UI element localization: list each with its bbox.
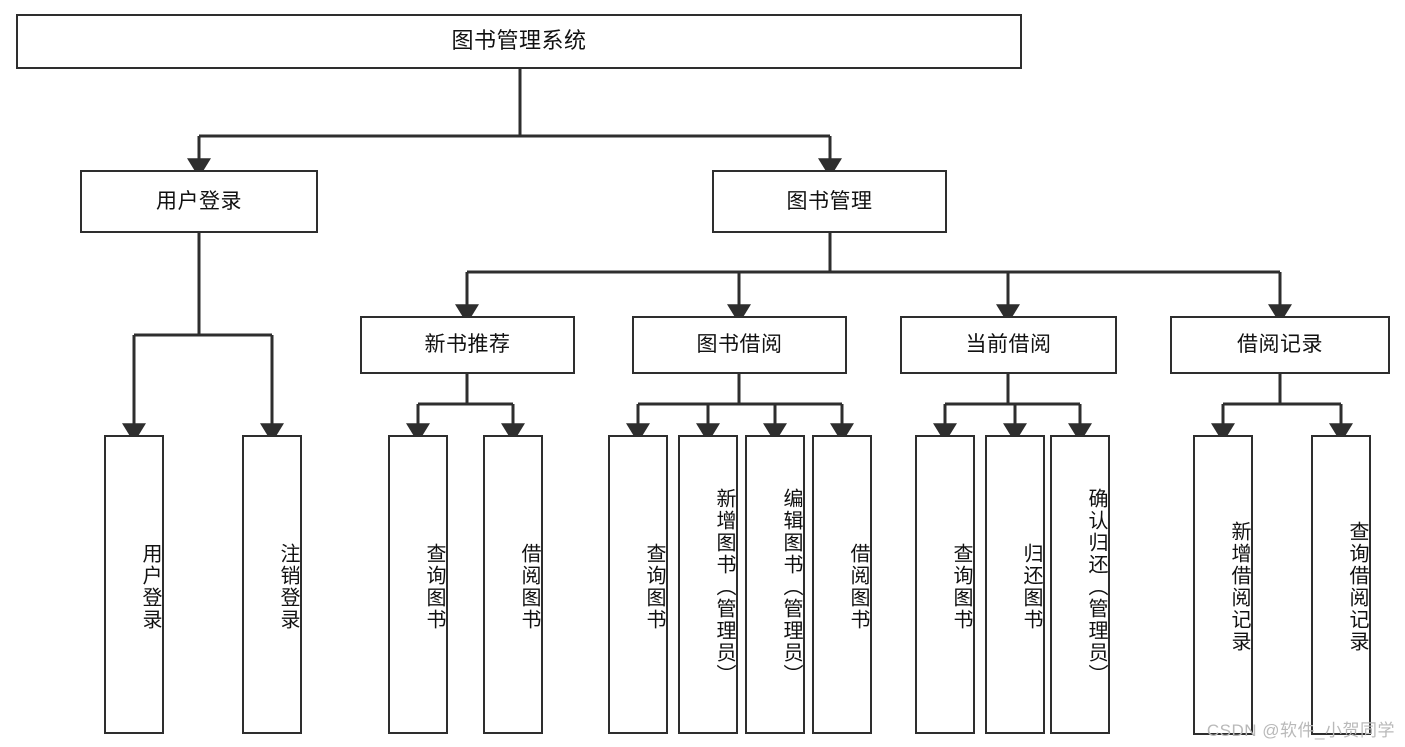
node-label: 借阅记录 [1237,333,1323,357]
node-label: 图书管理系统 [451,28,587,54]
leaf-query-book-1[interactable]: 查询图书 [388,435,448,734]
leaf-query-book-2[interactable]: 查询图书 [608,435,668,734]
node-label: 新书推荐 [424,333,511,357]
node-label: 查询图书 [643,542,665,631]
node-label: 归还图书 [1020,542,1042,631]
node-label: 注销登录 [277,542,299,631]
leaf-query-book-3[interactable]: 查询图书 [915,435,975,734]
node-label: 新增借阅记录 [1228,521,1250,653]
node-label: 借阅图书 [847,542,869,631]
node-book-manage[interactable]: 图书管理 [712,170,947,233]
leaf-edit-book-admin[interactable]: 编辑图书（管理员） [745,435,805,734]
leaf-borrow-book-2[interactable]: 借阅图书 [812,435,872,734]
node-book-management-system[interactable]: 图书管理系统 [16,14,1022,69]
leaf-query-borrow-record[interactable]: 查询借阅记录 [1311,435,1371,735]
csdn-watermark: CSDN @软件_小贺同学 [1206,721,1395,740]
node-label: 用户登录 [139,542,161,631]
node-current-borrow[interactable]: 当前借阅 [900,316,1117,374]
node-label: 用户登录 [156,189,242,213]
node-label: 查询借阅记录 [1346,521,1368,653]
node-label: 编辑图书（管理员） [780,487,802,686]
leaf-user-logout[interactable]: 注销登录 [242,435,302,734]
leaf-add-borrow-record[interactable]: 新增借阅记录 [1193,435,1253,735]
node-user-login[interactable]: 用户登录 [80,170,318,233]
node-book-borrow[interactable]: 图书借阅 [632,316,847,374]
node-new-book-recommend[interactable]: 新书推荐 [360,316,575,374]
node-borrow-record[interactable]: 借阅记录 [1170,316,1390,374]
node-label: 查询图书 [950,542,972,631]
node-label: 图书借阅 [696,333,783,357]
node-label: 确认归还（管理员） [1085,487,1107,686]
node-label: 新增图书（管理员） [713,487,735,686]
leaf-return-book[interactable]: 归还图书 [985,435,1045,734]
node-label: 查询图书 [423,542,445,631]
leaf-user-login[interactable]: 用户登录 [104,435,164,734]
node-label: 图书管理 [786,189,873,213]
leaf-add-book-admin[interactable]: 新增图书（管理员） [678,435,738,734]
leaf-confirm-return-admin[interactable]: 确认归还（管理员） [1050,435,1110,734]
leaf-borrow-book-1[interactable]: 借阅图书 [483,435,543,734]
node-label: 借阅图书 [518,542,540,631]
node-label: 当前借阅 [965,333,1052,357]
